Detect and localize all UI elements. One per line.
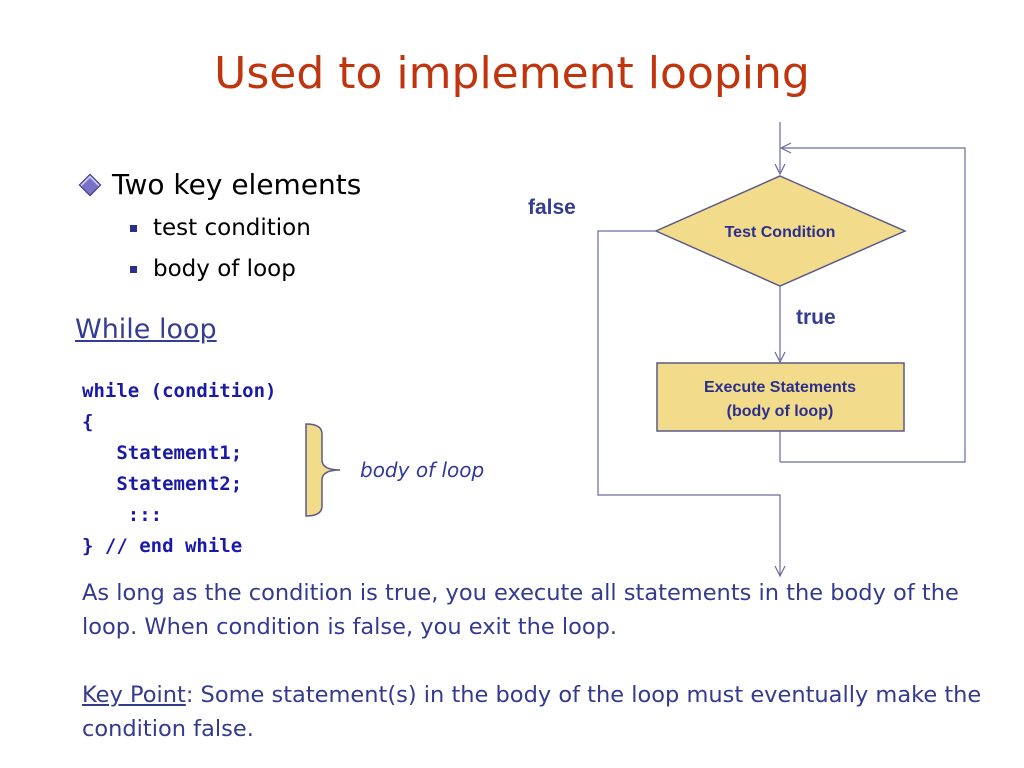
loop-back-line [780,147,966,463]
slide-title: Used to implement looping [214,48,810,99]
code-line-6: } // end while [82,535,243,557]
code-line-2: { [82,411,94,433]
entry-arrowhead [774,163,786,176]
bullet-main: Two key elements [78,168,362,201]
code-line-1: while (condition) [82,380,277,402]
key-point-paragraph: Key Point: Some statement(s) in the body… [82,678,982,746]
false-path-line [597,230,781,575]
condition-label: Test Condition [725,224,836,241]
code-line-3: Statement1; [82,442,243,464]
square-bullet-icon [130,224,137,232]
body-brace [305,423,341,517]
true-arrowhead [774,351,786,364]
false-label: false [528,196,576,219]
bullet-sub-1: test condition [130,215,311,241]
exit-arrowhead [774,565,786,578]
explanation-paragraph: As long as the condition is true, you ex… [82,580,959,640]
body-of-loop-note: body of loop [360,458,485,482]
bullet-main-text: Two key elements [112,168,362,201]
body-label-line1: Execute Statements [704,379,856,396]
bullet-sub-1-text: test condition [153,215,311,241]
loop-back-arrowhead [779,142,792,154]
execute-statements-box [656,362,905,432]
code-line-4: Statement2; [82,473,243,495]
key-point-text: : Some statement(s) in the body of the l… [82,682,982,742]
while-loop-link[interactable]: While loop [75,314,217,345]
square-bullet-icon [130,265,137,273]
code-line-5: ::: [82,504,163,526]
body-label-line2: (body of loop) [727,403,834,420]
true-label: true [796,306,836,329]
bullet-sub-2-text: body of loop [153,256,296,282]
key-point-link[interactable]: Key Point [82,682,186,708]
bullet-sub-2: body of loop [130,256,296,282]
